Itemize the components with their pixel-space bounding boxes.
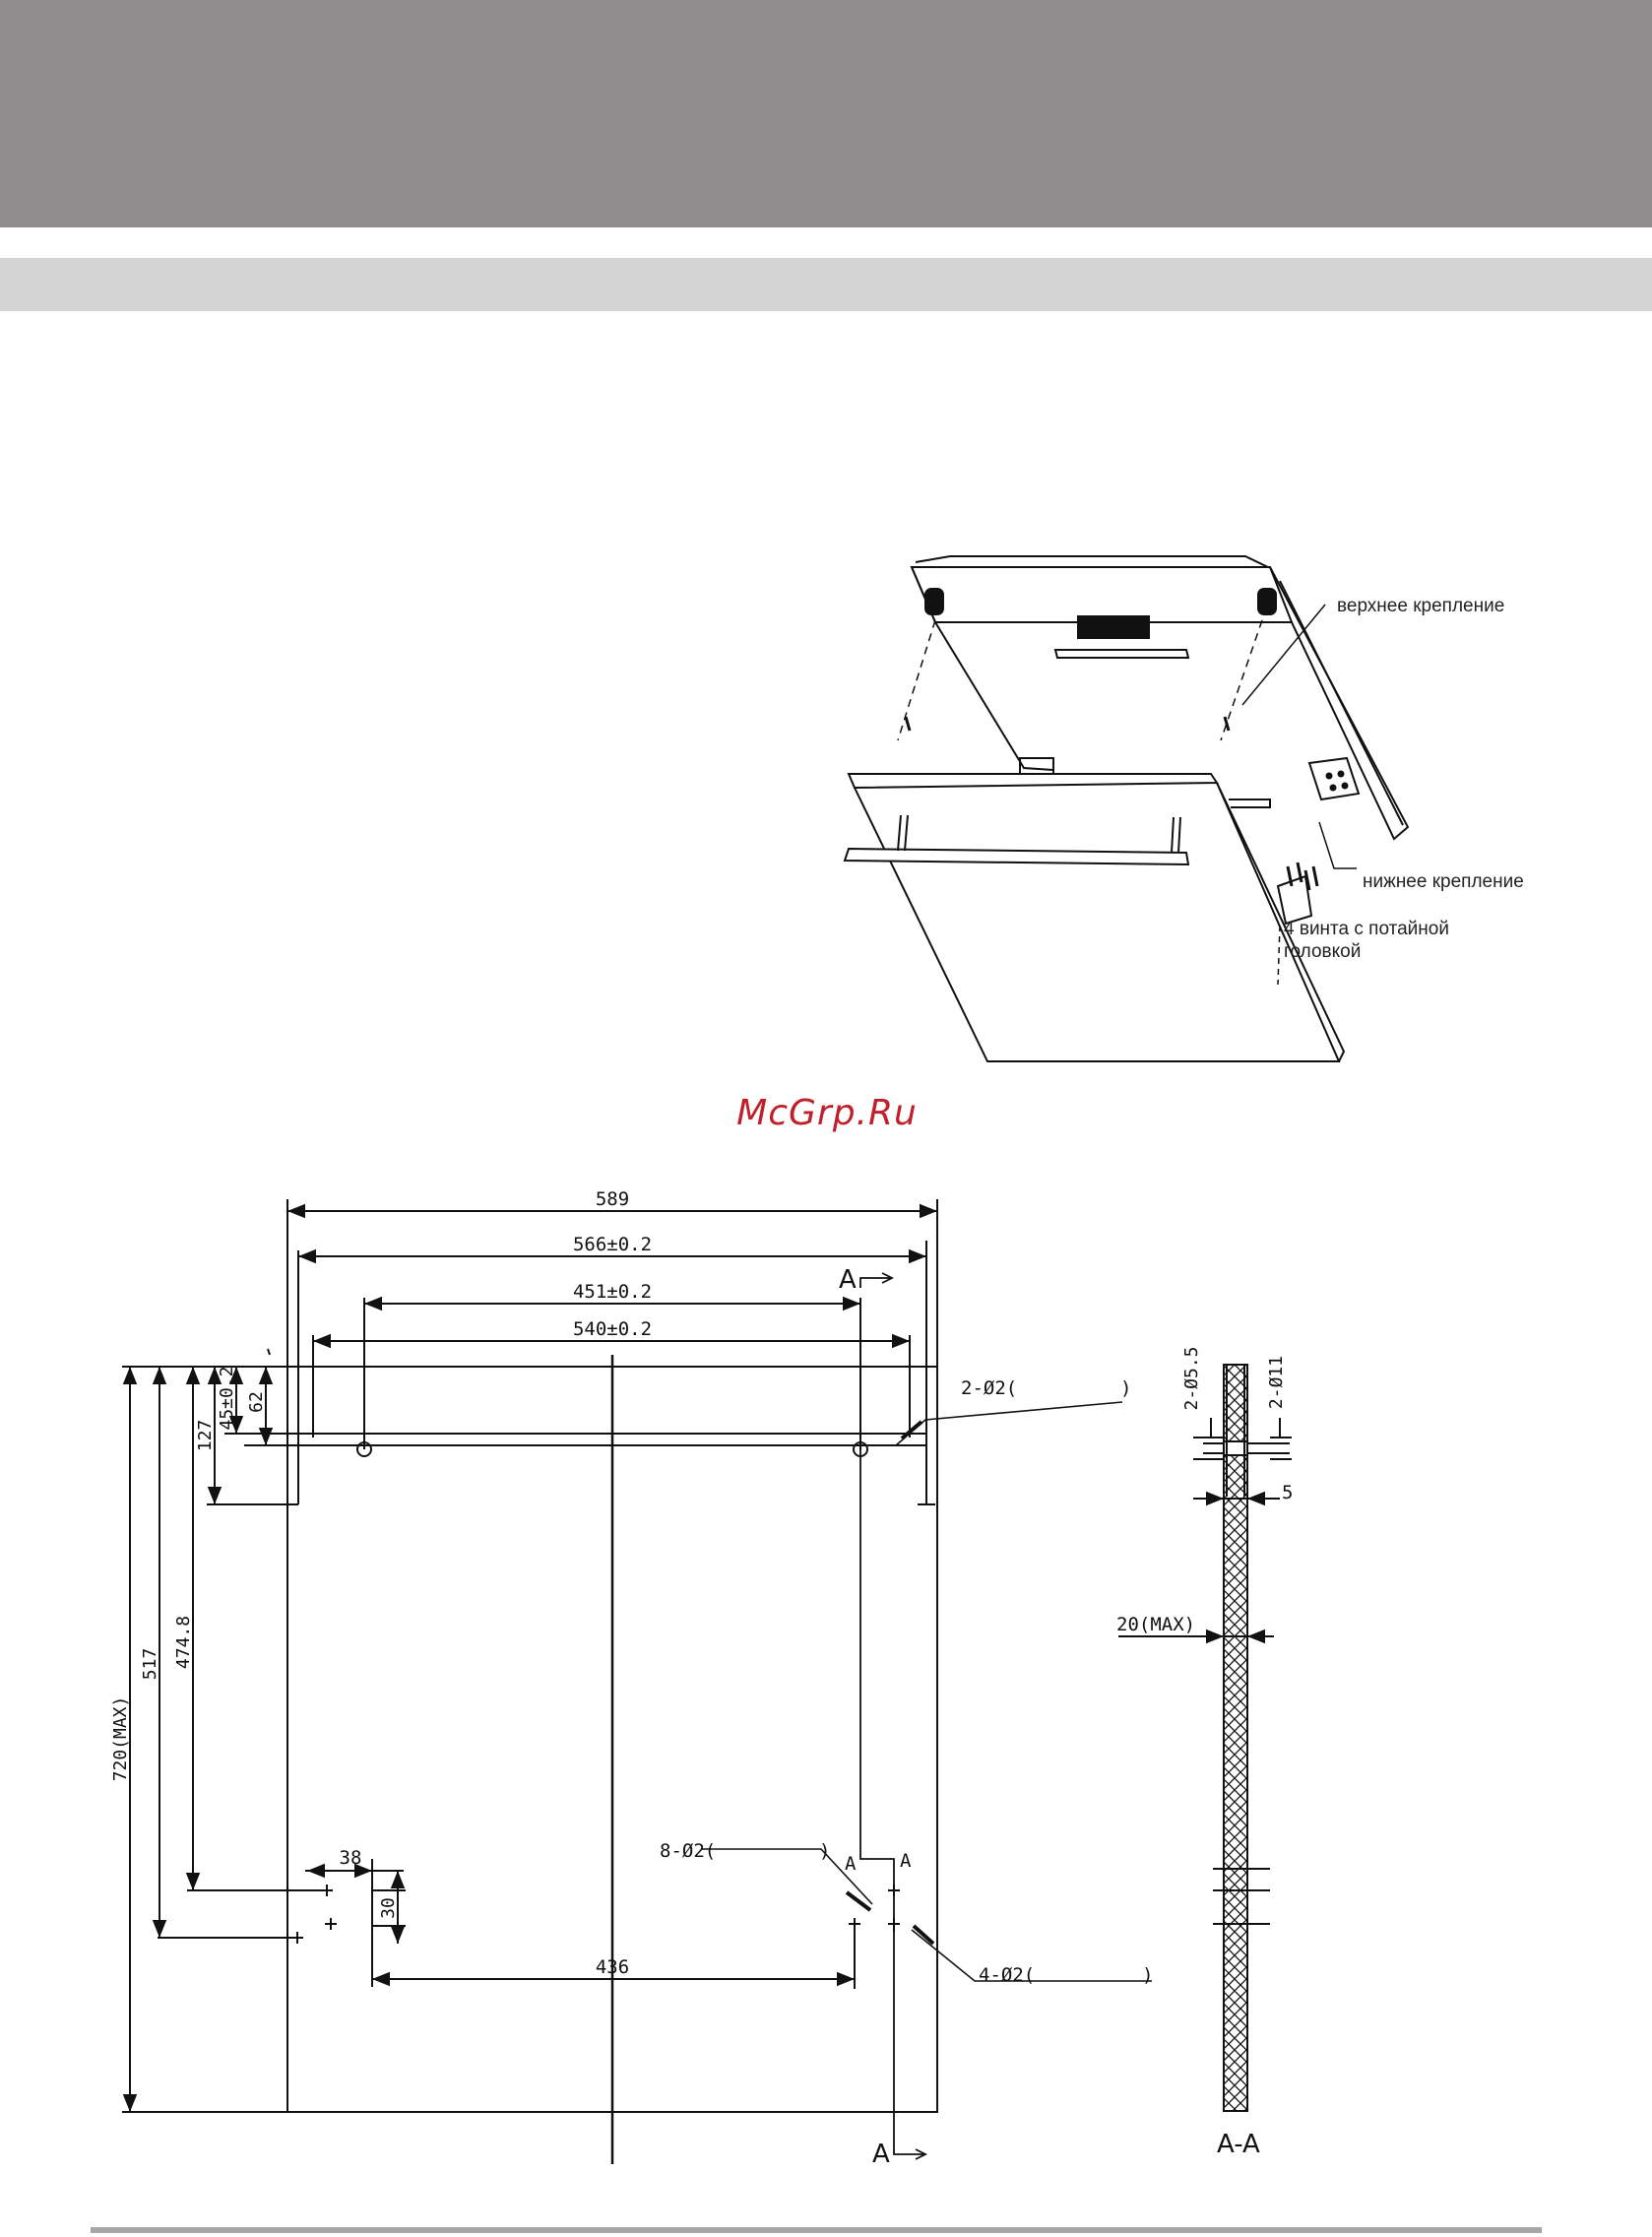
dim-451: 451±0.2 xyxy=(573,1281,652,1303)
dim-45: 45±0.2 xyxy=(217,1366,237,1430)
dim-38: 38 xyxy=(340,1847,362,1869)
lower-holes-8-callout: 8-Ø2( xyxy=(660,1840,716,1862)
screws-label-line2: головкой xyxy=(1284,940,1361,963)
dim-127: 127 xyxy=(195,1420,216,1452)
lower-holes-4-callout-close: ) xyxy=(1142,1964,1153,1986)
dim-20-max: 20(MAX) xyxy=(1116,1614,1195,1635)
section-a-a xyxy=(1118,1365,1292,2111)
dim-474-8: 474.8 xyxy=(173,1616,194,1669)
section-marker-top: A xyxy=(839,1265,857,1295)
dim-589: 589 xyxy=(596,1188,629,1210)
dishwasher-door-illustration xyxy=(845,556,1408,1061)
dim-30: 30 xyxy=(378,1897,399,1919)
screws-label-line1: 4 винта с потайной xyxy=(1284,918,1449,940)
top-holes-callout-close: ) xyxy=(1120,1377,1131,1399)
front-view xyxy=(122,1199,1152,2164)
section-title: A-A xyxy=(1217,2130,1260,2159)
dim-517: 517 xyxy=(140,1648,160,1681)
dim-hole-5-5: 2-Ø5.5 xyxy=(1181,1346,1202,1410)
dim-436: 436 xyxy=(596,1956,629,1978)
dim-540: 540±0.2 xyxy=(573,1318,652,1340)
section-marker-mid-right: A xyxy=(900,1850,912,1872)
watermark: McGrp.Ru xyxy=(591,1093,1063,1133)
footer-rule xyxy=(91,2227,1542,2233)
lower-holes-4-callout: 4-Ø2( xyxy=(979,1964,1035,1986)
dim-566: 566±0.2 xyxy=(573,1234,652,1255)
dim-720-max: 720(MAX) xyxy=(110,1696,131,1782)
section-marker-bottom: A xyxy=(872,2140,890,2169)
dim-62: 62 xyxy=(246,1391,267,1413)
lower-holes-8-callout-close: ) xyxy=(819,1840,830,1862)
dim-hole-11: 2-Ø11 xyxy=(1266,1356,1287,1409)
top-holes-callout: 2-Ø2( xyxy=(961,1377,1017,1399)
upper-mount-label: верхнее крепление xyxy=(1337,595,1504,617)
section-marker-mid-left: A xyxy=(845,1853,857,1875)
lower-mount-label: нижнее крепление xyxy=(1363,870,1524,893)
dim-5: 5 xyxy=(1282,1482,1293,1503)
